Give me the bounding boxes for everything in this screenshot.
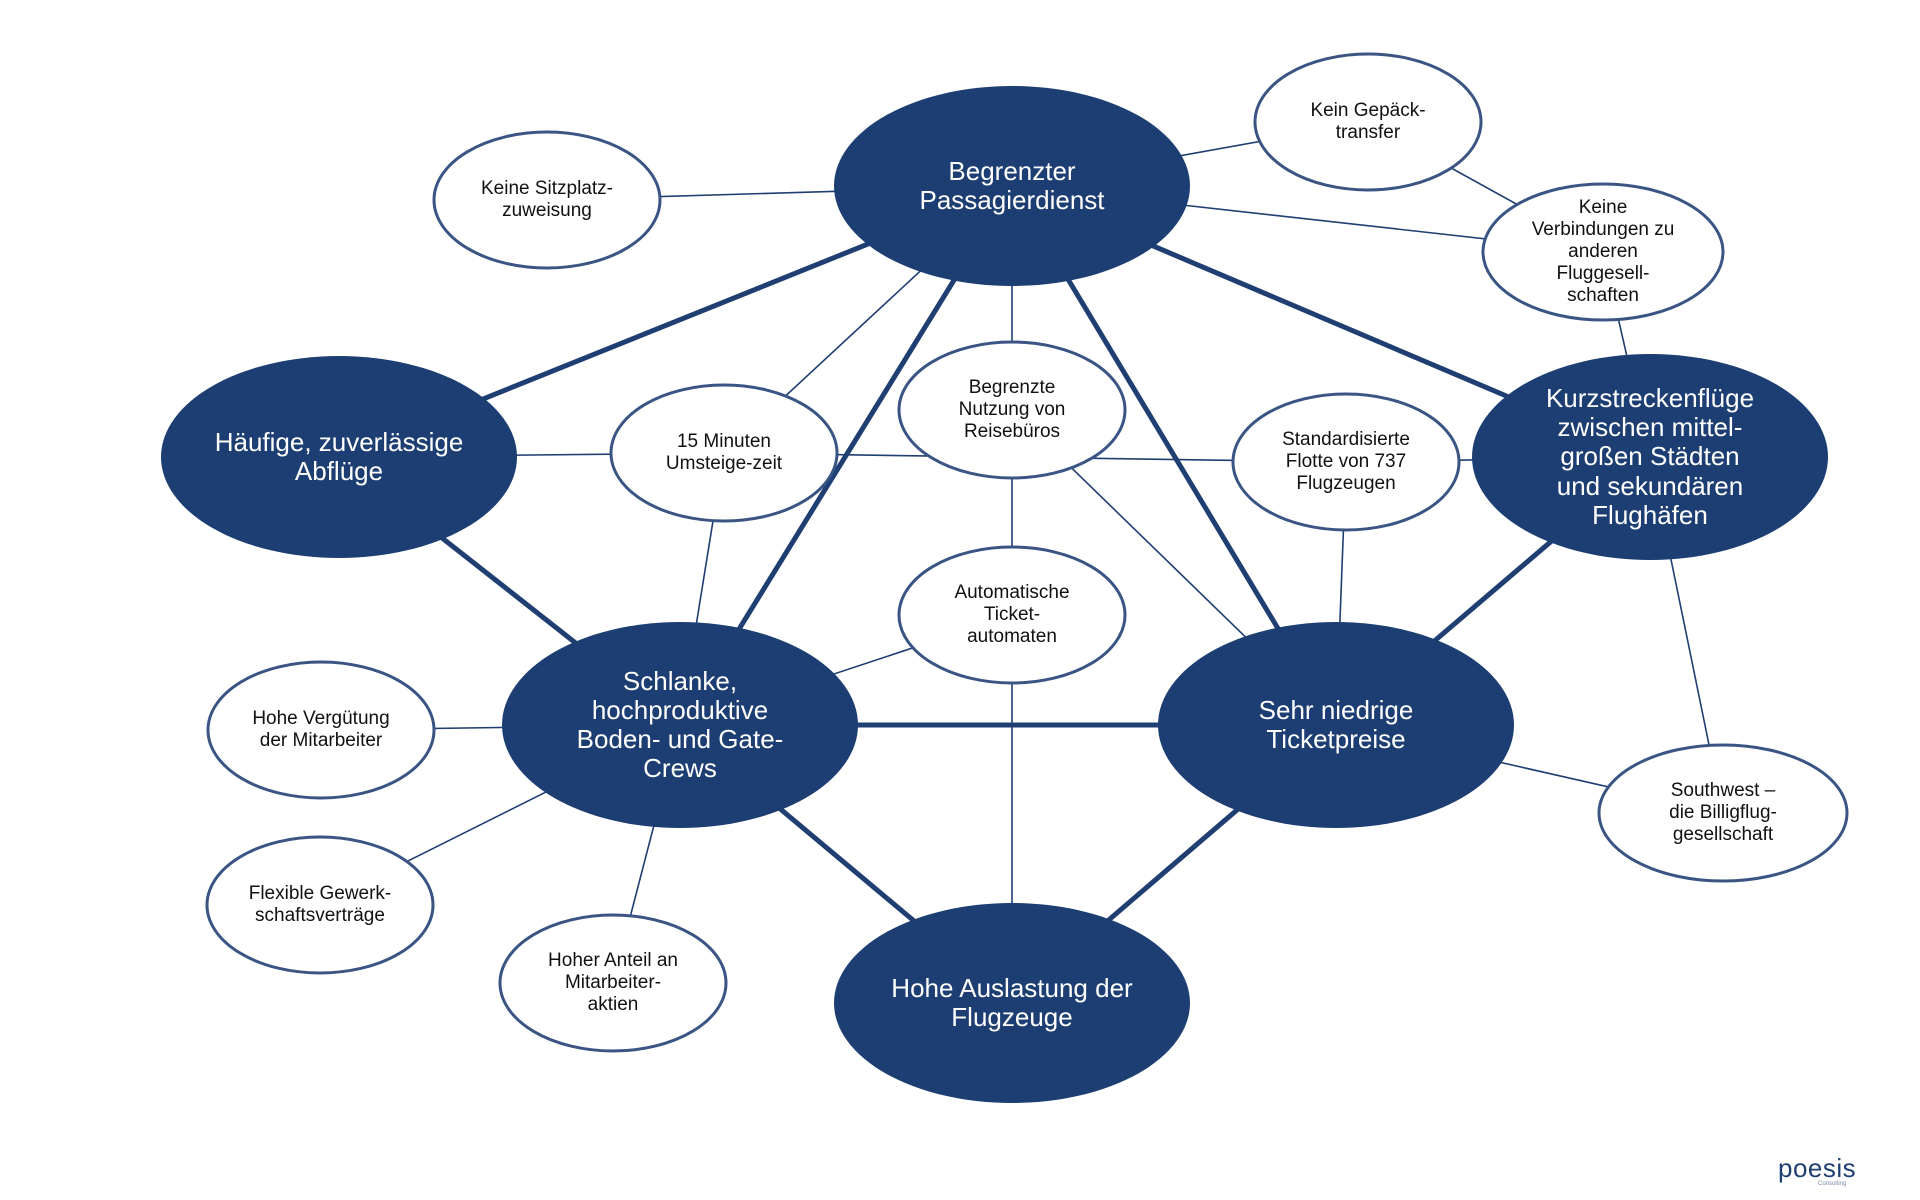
- node-verguetung-label: Hohe Vergütung der Mitarbeiter: [252, 708, 390, 751]
- node-automaten-shape: [897, 545, 1127, 685]
- node-verguetung-shape: [206, 660, 436, 800]
- node-crews-shape: [502, 622, 858, 828]
- node-verbindungen-shape: [1481, 182, 1725, 322]
- poesis-logo-sub: Consulting: [1818, 1181, 1847, 1187]
- node-umsteige-shape: [609, 383, 839, 523]
- node-automaten-label: Automatische Ticket- automaten: [954, 582, 1070, 647]
- node-reisebueros-shape: [897, 340, 1127, 480]
- node-sitzplatz-shape: [432, 130, 662, 270]
- node-southwest-shape: [1597, 743, 1849, 883]
- node-passagierdienst-shape: [834, 86, 1190, 286]
- node-gepaeck-shape: [1253, 52, 1483, 192]
- node-abfluege-label: Häufige, zuverlässige Abflüge: [214, 426, 464, 486]
- poesis-logo: poesis: [1778, 1153, 1857, 1183]
- node-auslastung-shape: [834, 903, 1190, 1103]
- node-crews-label: Schlanke, hochproduktive Boden- und Gate…: [576, 665, 784, 784]
- node-aktien-shape: [498, 913, 728, 1053]
- node-gewerkschaft-label: Flexible Gewerk- schaftsverträge: [248, 883, 392, 926]
- node-verbindungen-label: Keine Verbindungen zu anderen Fluggesell…: [1531, 197, 1675, 306]
- node-umsteige-label: 15 Minuten Umsteige-zeit: [665, 431, 783, 474]
- node-kurzstrecke-shape: [1472, 354, 1828, 560]
- node-ticketpreise-shape: [1158, 622, 1514, 828]
- node-reisebueros-label: Begrenzte Nutzung von Reisebüros: [958, 377, 1066, 442]
- node-sitzplatz-label: Keine Sitzplatz- zuweisung: [480, 178, 613, 221]
- node-gewerkschaft-shape: [205, 835, 435, 975]
- node-gepaeck-label: Kein Gepäck- transfer: [1310, 100, 1426, 143]
- node-aktien-label: Hoher Anteil an Mitarbeiter- aktien: [548, 950, 678, 1015]
- node-kurzstrecke-label: Kurzstreckenflüge zwischen mittel- große…: [1545, 383, 1755, 530]
- node-ticketpreise-label: Sehr niedrige Ticketpreise: [1258, 694, 1414, 754]
- node-flotte-shape: [1231, 392, 1461, 532]
- node-shapes: [161, 52, 1849, 1103]
- node-auslastung-label: Hohe Auslastung der Flugzeuge: [891, 972, 1133, 1032]
- node-passagierdienst-label: Begrenzter Passagierdienst: [919, 155, 1105, 215]
- node-southwest-label: Southwest – die Billigflug- gesellschaft: [1669, 780, 1777, 845]
- node-flotte-label: Standardisierte Flotte von 737 Flugzeuge…: [1282, 429, 1410, 494]
- node-abfluege-shape: [161, 356, 517, 558]
